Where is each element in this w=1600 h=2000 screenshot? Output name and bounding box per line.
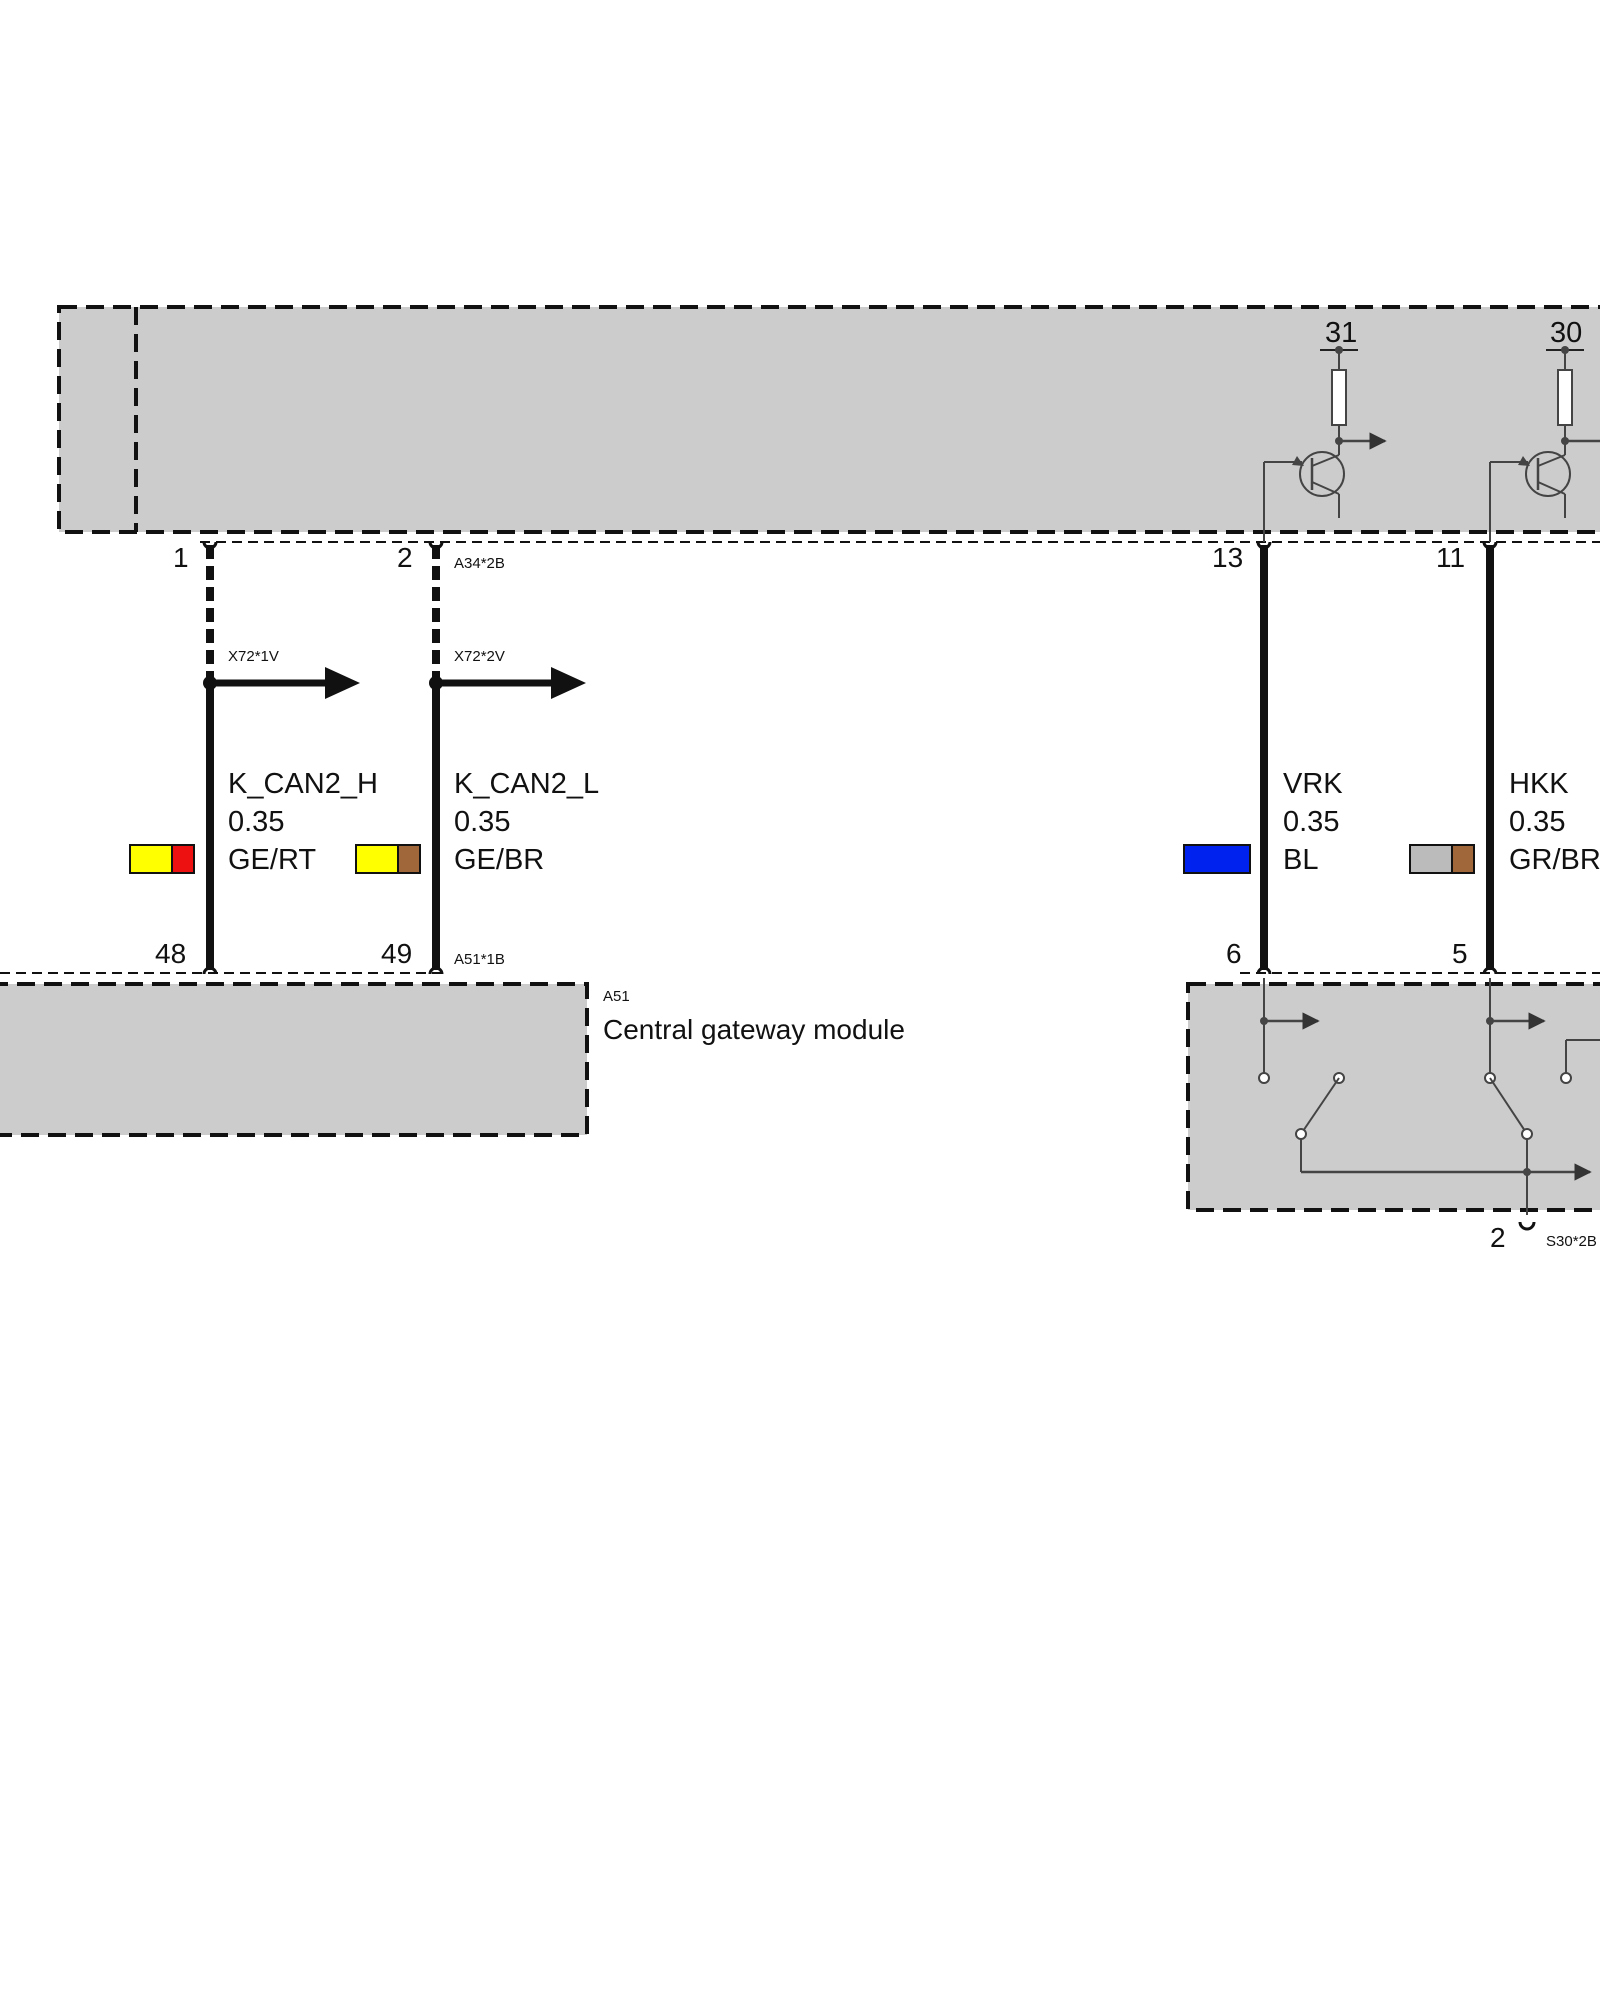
pin-5: 5 xyxy=(1452,938,1468,969)
pin-49: 49 xyxy=(381,938,412,969)
connector-s30-label: S30*2B xyxy=(1546,1233,1597,1250)
wire-color-swatch-primary xyxy=(1183,844,1251,874)
terminal-31-label: 31 xyxy=(1325,317,1357,349)
color-code-vrk: BL xyxy=(1283,844,1318,876)
wire-color-swatch-primary xyxy=(129,844,173,874)
pin-13: 13 xyxy=(1212,542,1243,573)
terminal-30-label: 30 xyxy=(1550,317,1582,349)
wire-color-swatch-stripe xyxy=(397,844,421,874)
wire-color-swatch-stripe xyxy=(1451,844,1475,874)
gateway-name: Central gateway module xyxy=(603,1014,905,1045)
wire-hkk: 11 5 HKK 0.35 GR/BR xyxy=(1409,541,1600,975)
wire-color-swatch-primary xyxy=(1409,844,1453,874)
wire-k-can2-h: 1 48 X72*1V K_CAN2_H 0.35 GE/RT xyxy=(129,541,378,975)
pin-48: 48 xyxy=(155,938,186,969)
pin-11: 11 xyxy=(1436,542,1465,573)
signal-vrk: VRK xyxy=(1283,768,1343,800)
splice-x72-1v: X72*1V xyxy=(228,648,279,665)
wire-vrk: 13 6 VRK 0.35 BL xyxy=(1183,541,1343,975)
color-code-hkk: GR/BR xyxy=(1509,844,1600,876)
signal-hkk: HKK xyxy=(1509,768,1569,800)
transistor-stage-31: 31 xyxy=(1263,317,1387,542)
wire-color-swatch-primary xyxy=(355,844,399,874)
wire-color-swatch-stripe xyxy=(171,844,195,874)
pin-1: 1 xyxy=(173,542,189,573)
gateway-module: A51 Central gateway module A51*1B xyxy=(0,951,905,1137)
color-code-k-can2-l: GE/BR xyxy=(454,844,544,876)
switch-module: 2 S30*2B xyxy=(1186,972,1600,1253)
wire-k-can2-l: 2 49 X72*2V K_CAN2_L 0.35 GE/BR xyxy=(355,541,599,975)
signal-k-can2-h: K_CAN2_H xyxy=(228,768,378,800)
transistor-stage-30: 30 xyxy=(1489,317,1600,542)
size-hkk: 0.35 xyxy=(1509,806,1565,838)
size-vrk: 0.35 xyxy=(1283,806,1339,838)
pin-2: 2 xyxy=(397,542,413,573)
switch-pin-2: 2 xyxy=(1490,1222,1506,1253)
gateway-ref: A51 xyxy=(603,988,630,1005)
size-k-can2-h: 0.35 xyxy=(228,806,284,838)
size-k-can2-l: 0.35 xyxy=(454,806,510,838)
connector-a34-label: A34*2B xyxy=(454,555,505,572)
connector-a51-label: A51*1B xyxy=(454,951,505,968)
color-code-k-can2-h: GE/RT xyxy=(228,844,316,876)
splice-x72-2v: X72*2V xyxy=(454,648,505,665)
top-module xyxy=(57,305,1600,543)
signal-k-can2-l: K_CAN2_L xyxy=(454,768,599,800)
pin-6: 6 xyxy=(1226,938,1242,969)
